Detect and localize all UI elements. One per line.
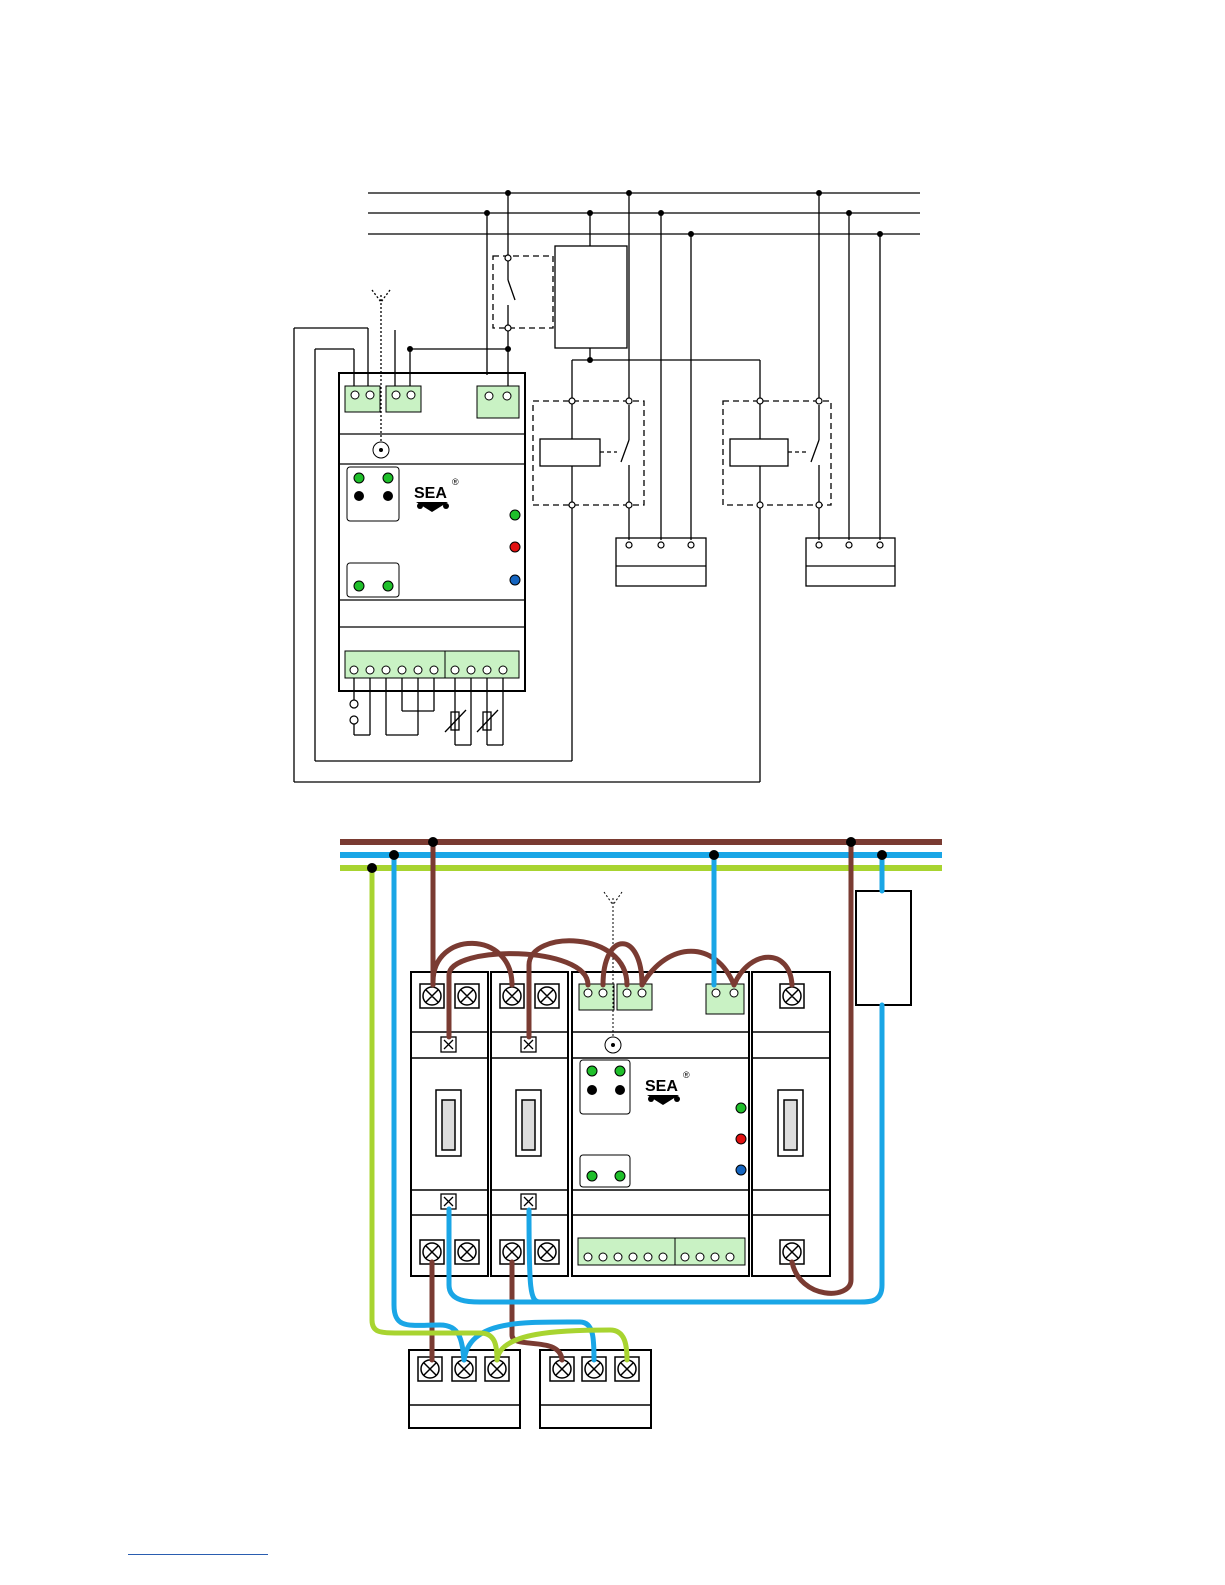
status-led-blue [510,575,520,585]
relay-box-1 [533,401,644,505]
schematic-terminals [345,386,519,678]
status-led-green [510,510,520,520]
controller-unit [572,972,749,1276]
schematic-panel: SEA ® [347,467,520,597]
switch-box [493,256,553,328]
controller-led-red [736,1134,746,1144]
brand-logo: SEA [414,485,447,502]
power-supply-box [555,246,627,348]
brand-logo-2: SEA [645,1078,678,1095]
status-led-red [510,542,520,552]
registered-mark: ® [452,477,459,487]
wiring-diagram-colored: SEA ® [340,837,942,1428]
controller-unit-schematic [339,373,525,691]
power-supply [856,891,911,1005]
controller-led-green [736,1103,746,1113]
controller-led-blue [736,1165,746,1175]
registered-mark-2: ® [683,1070,690,1080]
footer-rule [128,1554,268,1555]
junction-dots [407,190,883,363]
